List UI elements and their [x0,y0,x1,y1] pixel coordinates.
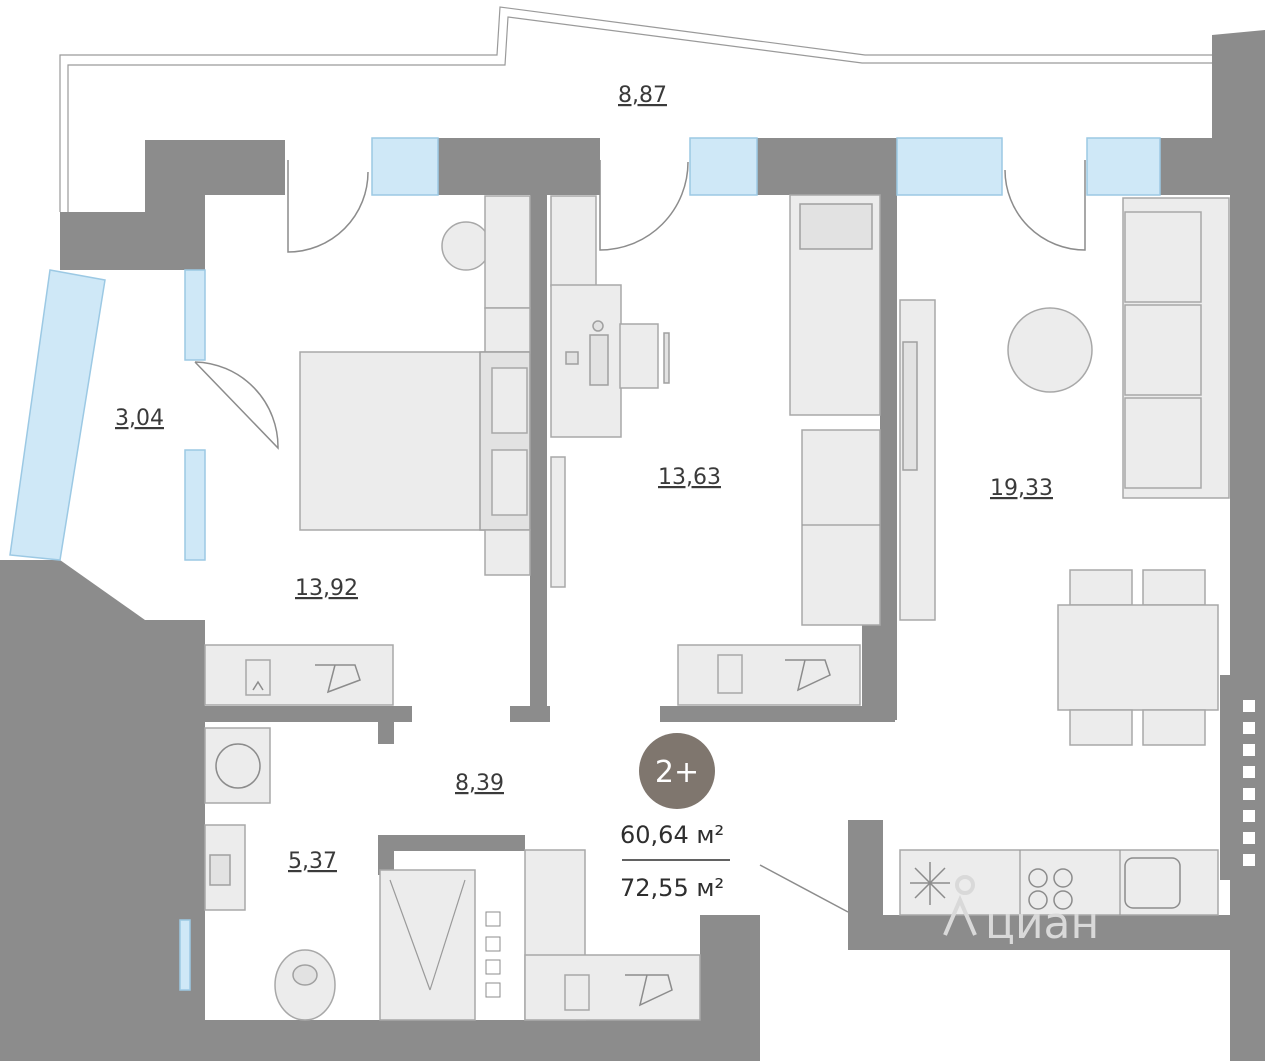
room-count-label: 2+ [655,755,699,790]
area-bedroom: 13,92 [295,576,358,601]
area-study: 13,63 [658,465,721,490]
windows [9,137,1161,991]
area-balcony: 8,87 [618,83,667,108]
room-count-badge [639,733,715,809]
bedroom-furniture [204,195,531,706]
area-loggia: 3,04 [115,406,164,431]
radiator-squares [1243,700,1255,866]
balcony-outline [59,6,1212,212]
cian-logo-icon [943,875,977,936]
vent-squares [485,911,501,998]
area-bathroom: 5,37 [288,849,337,874]
walls [0,30,1265,1061]
area-hall: 8,39 [455,771,504,796]
total-area: 72,55 м² [620,874,724,902]
kitchen-furniture [899,849,1219,916]
living-area-total: 60,64 м² [620,821,724,849]
area-living: 19,33 [990,476,1053,501]
doors [194,160,1086,913]
study-furniture [550,194,881,706]
living-furniture [899,197,1255,866]
snowflake-icon [910,862,950,905]
watermark-text: циан [985,898,1099,949]
bathroom-furniture [204,727,701,1021]
